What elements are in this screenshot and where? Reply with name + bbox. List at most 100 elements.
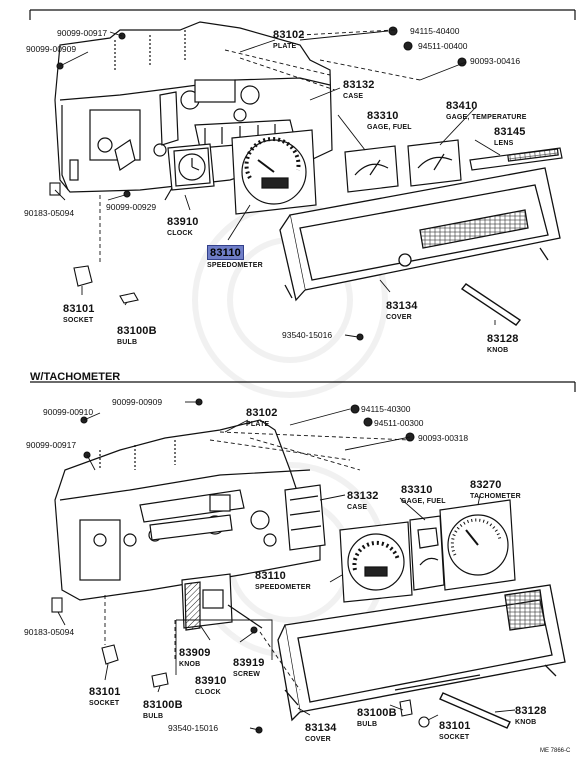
part-callout-83102-plate: 83102 PLATE — [273, 26, 305, 51]
part-label-94115-40300: 94115-40300 — [361, 404, 411, 414]
part-label-90099-00929: 90099-00929 — [106, 202, 157, 212]
part-number: 83110 — [255, 570, 286, 582]
part-number: 83100B — [143, 699, 183, 711]
part-number: 83145 — [494, 126, 526, 138]
part-name: BULB — [357, 721, 378, 728]
part-callout-83134-cover: 83134 COVER — [386, 297, 418, 322]
part-callout-83909-knob: 83909 KNOB — [179, 644, 211, 669]
part-name: TACHOMETER — [470, 493, 521, 500]
part-label-90099-00909: 90099-00909 — [26, 44, 77, 54]
part-name: BULB — [117, 339, 138, 346]
fuel-gauge-part — [344, 145, 399, 193]
part-callout-83102-plate-b: 83102 PLATE — [246, 404, 278, 429]
fuel-gauge-part-bottom — [409, 515, 445, 591]
part-name: BULB — [143, 713, 164, 720]
part-callout-83132-case: 83132 CASE — [343, 76, 375, 101]
part-number: 83134 — [305, 722, 337, 734]
part-name: SPEEDOMETER — [207, 262, 263, 269]
part-name: KNOB — [179, 661, 201, 668]
part-label-90183-05094-b: 90183-05094 — [24, 627, 75, 637]
knob-rod-part — [460, 283, 522, 326]
dashed-lines-top — [99, 29, 421, 265]
part-number: 83100B — [357, 707, 397, 719]
bracket-lines-bottom — [175, 619, 273, 675]
part-callout-83128-knob-b: 83128 KNOB — [515, 702, 547, 727]
part-name: KNOB — [515, 719, 537, 726]
part-name: KNOB — [487, 347, 509, 354]
part-callout-83410-gage-temperature: 83410 GAGE, TEMPERATURE — [446, 97, 527, 122]
part-label-93540-15016: 93540-15016 — [282, 330, 333, 340]
part-name: GAGE, TEMPERATURE — [446, 114, 527, 121]
part-number: 83102 — [273, 29, 305, 41]
part-number: 83270 — [470, 479, 502, 491]
part-number-highlighted: 83110 — [207, 245, 244, 260]
bottom-small-parts — [51, 398, 430, 734]
drawing-code: ME 7866-C — [540, 748, 571, 754]
part-label-90183-05094: 90183-05094 — [24, 208, 75, 218]
bottom-plate-assembly — [54, 419, 326, 601]
lens-part — [469, 147, 563, 171]
speedometer-part — [231, 129, 317, 215]
top-small-parts — [49, 26, 467, 341]
part-name: COVER — [386, 314, 412, 321]
part-label-94511-00400: 94511-00400 — [418, 41, 468, 51]
part-name: COVER — [305, 736, 331, 743]
part-label-90099-00917-b: 90099-00917 — [26, 440, 77, 450]
part-callout-83270-tachometer: 83270 TACHOMETER — [470, 476, 521, 501]
part-number: 83101 — [439, 720, 471, 732]
clock-part-bottom — [181, 573, 263, 631]
part-callout-83110-speedometer: 83110 SPEEDOMETER — [207, 244, 263, 269]
part-name: CLOCK — [167, 230, 193, 237]
part-callout-83310-gage-fuel-b: 83310 GAGE, FUEL — [401, 481, 446, 506]
part-number: 83410 — [446, 100, 478, 112]
part-name: PLATE — [273, 43, 297, 50]
leader-lines-top — [54, 30, 501, 338]
part-label-90093-00416: 90093-00416 — [470, 56, 521, 66]
part-name: SCREW — [233, 671, 261, 678]
part-callout-83100b-bulb-c: 83100B BULB — [357, 704, 397, 729]
part-number: 83909 — [179, 647, 211, 659]
part-callout-83134-cover-b: 83134 COVER — [305, 719, 337, 744]
tachometer-part — [439, 499, 516, 591]
part-number: 83132 — [343, 79, 375, 91]
part-name: SOCKET — [63, 317, 94, 324]
part-number: 83919 — [233, 657, 265, 669]
part-number: 83102 — [246, 407, 278, 419]
part-number: 83310 — [401, 484, 433, 496]
part-number: 83128 — [487, 333, 519, 345]
clock-part — [164, 143, 215, 201]
temperature-gauge-part — [407, 139, 462, 187]
part-callout-83100b-bulb-b: 83100B BULB — [143, 696, 183, 721]
part-callout-83310-gage-fuel: 83310 GAGE, FUEL — [367, 107, 412, 132]
dashed-lines-bottom — [104, 431, 411, 691]
part-name: SPEEDOMETER — [255, 584, 311, 591]
part-label-94115-40400: 94115-40400 — [410, 26, 460, 36]
part-callout-83145-lens: 83145 LENS — [494, 123, 526, 148]
part-number: 83101 — [63, 303, 95, 315]
speedometer-part-bottom — [339, 521, 413, 603]
section-frame-bottom — [30, 381, 576, 392]
section-frame-top — [29, 9, 576, 20]
part-label-90099-00910: 90099-00910 — [43, 407, 94, 417]
part-callout-83101-socket: 83101 SOCKET — [63, 300, 95, 325]
part-number: 83310 — [367, 110, 399, 122]
part-number: 83100B — [117, 325, 157, 337]
part-callout-83101-socket-b: 83101 SOCKET — [89, 683, 121, 708]
part-callout-83919-screw: 83919 SCREW — [233, 654, 265, 679]
part-name: CASE — [343, 93, 364, 100]
part-number: 83128 — [515, 705, 547, 717]
cover-part — [279, 167, 561, 302]
part-callout-83100b-bulb: 83100B BULB — [117, 322, 157, 347]
part-number: 83134 — [386, 300, 418, 312]
part-name: LENS — [494, 140, 514, 147]
part-number: 83910 — [195, 675, 227, 687]
part-number: 83101 — [89, 686, 121, 698]
part-label-94511-00300: 94511-00300 — [374, 418, 424, 428]
part-label-90093-00318: 90093-00318 — [418, 433, 469, 443]
part-name: GAGE, FUEL — [401, 498, 446, 505]
leader-lines-bottom — [57, 401, 516, 731]
part-name: CLOCK — [195, 689, 221, 696]
part-number: 83132 — [347, 490, 379, 502]
part-callout-83910-clock: 83910 CLOCK — [167, 213, 199, 238]
